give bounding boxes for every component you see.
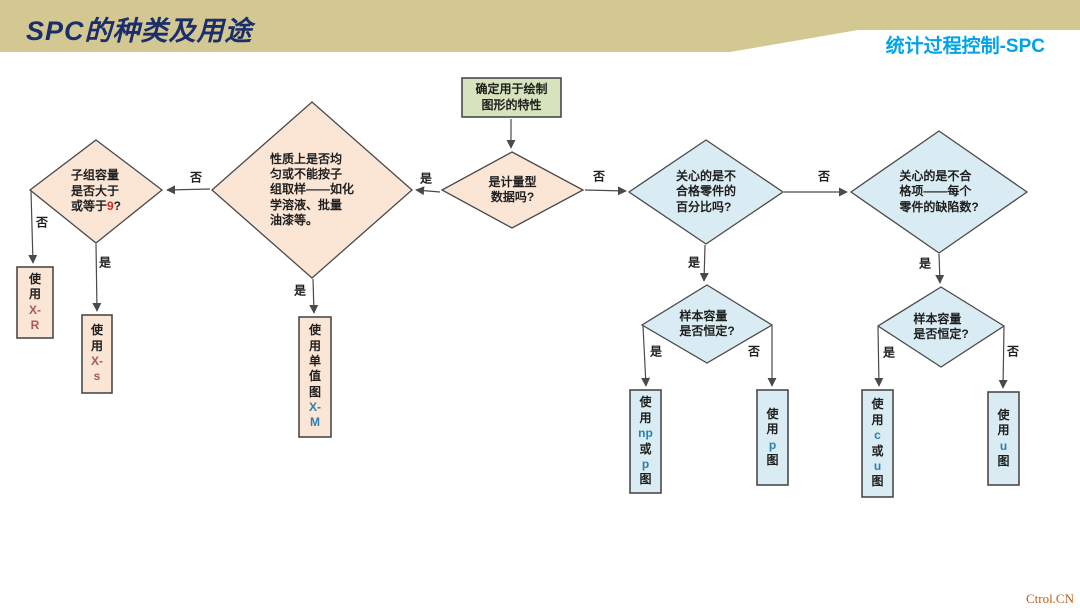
diamond-subgroup-size xyxy=(28,139,164,244)
diamond-sample-constant-right xyxy=(876,286,1006,368)
start-node-label: 确定用于绘制 图形的特性 xyxy=(475,82,548,112)
box-use-p xyxy=(756,389,789,486)
box-use-u xyxy=(987,391,1020,486)
label-yes-percent-to-sample-left: 是 xyxy=(687,255,701,270)
use-xs-label: 使 用 X- s xyxy=(90,323,103,384)
label-no-homogeneous-to-subgroup: 否 xyxy=(189,170,203,185)
label-yes-nonconformities-to-sample-right: 是 xyxy=(918,256,932,271)
percent-nonconforming-label: 关心的是不 合格零件的 百分比吗? xyxy=(675,168,736,214)
homogeneous-label: 性质上是否均 匀或不能按子 组取样——如化 学溶液、批量 油漆等。 xyxy=(269,151,354,228)
box-use-c-u xyxy=(861,389,894,498)
arrow-homogeneous-to-xm xyxy=(309,278,319,314)
box-use-xm xyxy=(298,316,332,438)
use-xr-label: 使 用 X- R xyxy=(28,271,41,332)
label-no-variable-to-percent: 否 xyxy=(592,169,606,184)
subgroup-size-label: 子组容量 是否大于 或等于9? xyxy=(70,168,122,214)
arrow-sample-right-no-to-u xyxy=(998,326,1008,389)
arrow-sample-right-yes-to-c xyxy=(874,326,884,387)
label-no-percent-to-nonconformities: 否 xyxy=(817,169,831,184)
arrow-homogeneous-to-subgroup xyxy=(166,185,211,195)
arrow-nonconformities-to-sample-right xyxy=(935,253,945,284)
box-use-np-p xyxy=(629,389,662,494)
label-yes-homogeneous-to-xm: 是 xyxy=(293,283,307,298)
diamond-homogeneous xyxy=(211,101,413,279)
label-no-sample-right-to-u: 否 xyxy=(1006,344,1020,359)
box-use-xs xyxy=(81,314,113,394)
variable-data-label: 是计量型 数据吗? xyxy=(488,174,537,204)
label-yes-sample-right-to-c: 是 xyxy=(882,345,896,360)
label-yes-variable-to-homogeneous: 是 xyxy=(419,171,433,186)
use-p-label: 使 用 p 图 xyxy=(766,406,779,467)
arrow-variable-to-percent xyxy=(584,186,627,196)
header-subtitle: 统计过程控制-SPC xyxy=(885,36,1045,57)
arrow-percent-to-sample-left xyxy=(699,244,709,282)
use-c-u-label: 使 用 c 或 u 图 xyxy=(871,397,884,489)
use-np-p-label: 使 用 np 或 p 图 xyxy=(638,395,653,487)
use-u-label: 使 用 u 图 xyxy=(997,407,1010,468)
arrow-subgroup-yes-to-xs xyxy=(92,243,102,312)
page-title: SPC的种类及用途 xyxy=(26,16,253,46)
use-xm-label: 使 用 单 值 图 X- M xyxy=(308,323,321,430)
label-no-subgroup-to-xr: 否 xyxy=(35,215,49,230)
diamond-sample-constant-left xyxy=(640,284,774,364)
diamond-variable-data xyxy=(440,151,585,229)
label-yes-sample-left-to-np: 是 xyxy=(649,344,663,359)
arrow-sample-left-yes-to-np xyxy=(641,325,651,387)
box-use-xr xyxy=(16,266,54,339)
label-yes-subgroup-to-xs: 是 xyxy=(98,255,112,270)
arrow-subgroup-no-to-xr xyxy=(28,190,38,264)
watermark: Ctrol.CN xyxy=(1025,591,1074,606)
diamond-percent-nonconforming xyxy=(627,139,785,245)
arrow-variable-to-homogeneous xyxy=(415,186,441,196)
nonconformities-label: 关心的是不合 格项——每个 零件的缺陷数? xyxy=(899,168,979,214)
label-no-sample-left-to-p: 否 xyxy=(747,344,761,359)
sample-constant-right-label: 样本容量 是否恒定? xyxy=(913,311,969,341)
start-node-shape xyxy=(461,77,562,118)
diamond-nonconformities xyxy=(849,130,1029,254)
sample-constant-left-label: 样本容量 是否恒定? xyxy=(679,308,735,338)
